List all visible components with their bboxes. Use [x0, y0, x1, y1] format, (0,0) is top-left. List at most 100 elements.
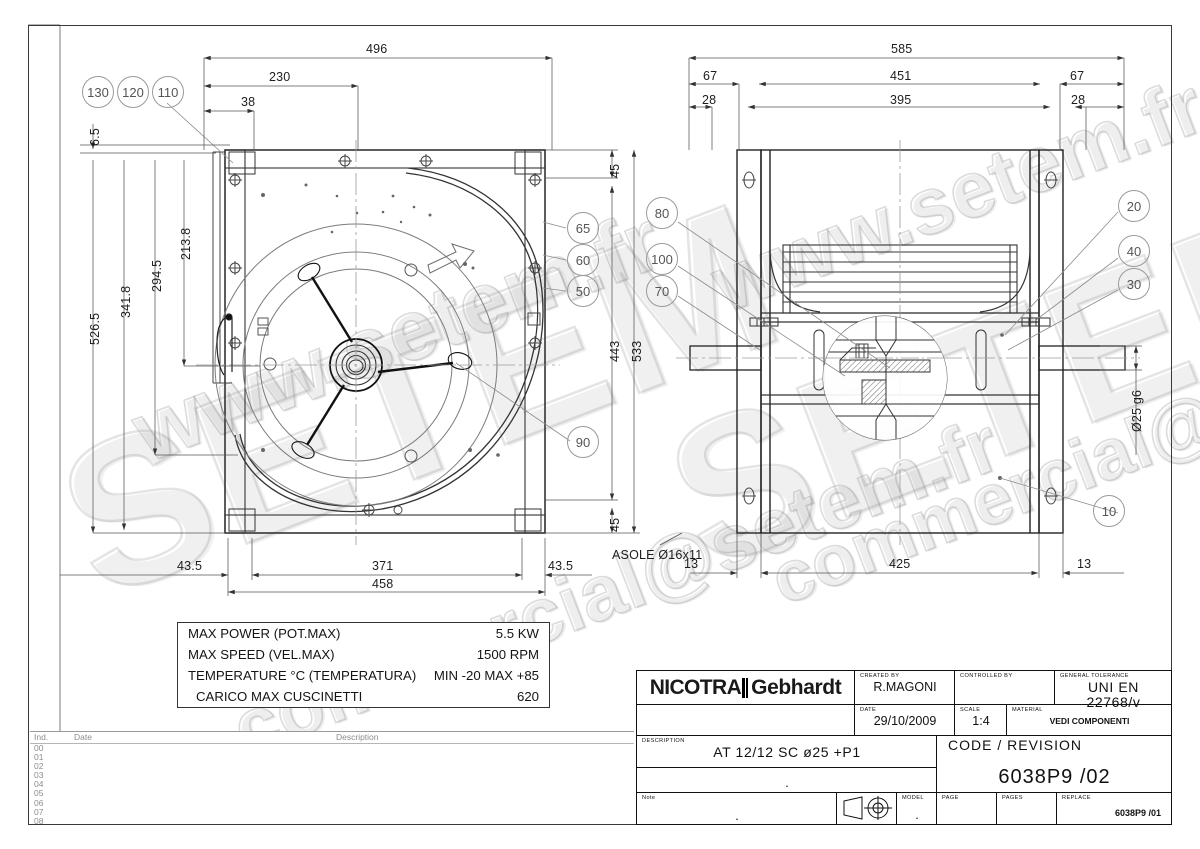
revision-row: 06 — [30, 797, 634, 808]
revision-index: 08 — [34, 815, 44, 826]
scale-caption: SCALE — [960, 707, 981, 713]
spec-row-max-power: MAX POWER (POT.MAX) 5.5 KW — [178, 623, 549, 644]
created-by-cell: CREATED BY R.MAGONI — [855, 671, 955, 705]
dim-67-right: 67 — [1070, 69, 1085, 83]
brand-name-gebhardt: Gebhardt — [751, 675, 842, 699]
revision-index: 03 — [34, 770, 44, 781]
code-revision-value: 6038P9 /02 — [998, 765, 1111, 788]
controlled-by-caption: CONTROLLED BY — [960, 673, 1013, 679]
brand-name-nicotra: NICOTRA — [649, 675, 742, 699]
dim-425: 425 — [889, 557, 911, 571]
dim-43-5-left: 43.5 — [177, 559, 203, 573]
revision-row: 02 — [30, 762, 634, 771]
revision-table: Ind. Date Description 00 01 02 03 04 05 … — [30, 731, 634, 826]
revision-row: 08 — [30, 815, 634, 826]
balloon-100: 100 — [646, 243, 678, 275]
spec-row-carico: CARICO MAX CUSCINETTI 620 — [178, 686, 549, 707]
logo-divider-icon — [742, 677, 746, 698]
dim-533: 533 — [630, 340, 644, 362]
first-angle-projection-icon — [843, 796, 892, 821]
balloon-20: 20 — [1118, 190, 1150, 222]
replace-cell: REPLACE 6038P9 /01 — [1057, 793, 1171, 824]
balloon-120: 120 — [117, 76, 149, 108]
slot-note: ASOLE Ø16x11 — [612, 548, 703, 562]
logo-spacer — [637, 705, 855, 737]
spec-value-max-speed: 1500 RPM — [476, 647, 539, 662]
revision-index: 04 — [34, 779, 44, 790]
title-block: NICOTRA Gebhardt CREATED BY R.MAGONI CON… — [636, 670, 1172, 825]
dim-45-top: 45 — [608, 163, 622, 178]
pages-caption: PAGES — [1002, 794, 1023, 801]
spec-value-temperature: MIN -20 MAX +85 — [433, 668, 539, 683]
spec-label-max-speed: MAX SPEED (VEL.MAX) — [188, 647, 335, 662]
code-revision-cell: CODE / REVISION — [937, 736, 1171, 767]
general-tolerance-value: UNI EN 22768/v — [1086, 679, 1141, 710]
spec-value-carico: 620 — [516, 689, 539, 704]
projection-symbol-cell — [837, 792, 897, 824]
balloon-60: 60 — [567, 244, 599, 276]
date-caption: DATE — [860, 707, 877, 713]
date-value: 29/10/2009 — [873, 714, 937, 728]
material-cell: MATERIAL VEDI COMPONENTI — [1007, 705, 1171, 737]
dim-43-5-right: 43.5 — [548, 559, 574, 573]
note-value: . — [735, 808, 739, 823]
balloon-90: 90 — [567, 426, 599, 458]
dim-294-5: 294.5 — [150, 259, 164, 292]
spec-row-max-speed: MAX SPEED (VEL.MAX) 1500 RPM — [178, 644, 549, 665]
scale-value: 1:4 — [972, 714, 990, 728]
revision-row: 01 — [30, 752, 634, 762]
date-cell: DATE 29/10/2009 — [855, 705, 955, 737]
spec-row-temperature: TEMPERATURE °C (TEMPERATURA) MIN -20 MAX… — [178, 665, 549, 686]
revision-index: 00 — [34, 743, 44, 753]
dim-shaft-diameter: Ø25 g6 — [1130, 389, 1144, 432]
material-value: VEDI COMPONENTI — [1049, 716, 1130, 726]
revision-row: 04 — [30, 780, 634, 789]
page-caption: PAGE — [942, 794, 959, 801]
revision-index: 06 — [34, 797, 44, 808]
spec-label-carico: CARICO MAX CUSCINETTI — [196, 689, 363, 704]
general-tolerance-caption: GENERAL TOLERANCE — [1060, 673, 1129, 679]
brand-logo: NICOTRA Gebhardt — [637, 671, 855, 705]
balloon-10: 10 — [1093, 495, 1125, 527]
dim-451: 451 — [890, 69, 912, 83]
dim-443: 443 — [608, 340, 622, 362]
spec-label-temperature: TEMPERATURE °C (TEMPERATURA) — [188, 668, 417, 683]
page-cell: PAGE — [937, 792, 997, 824]
balloon-50: 50 — [567, 275, 599, 307]
balloon-40: 40 — [1118, 235, 1150, 267]
dim-585: 585 — [891, 42, 913, 56]
balloon-30: 30 — [1118, 268, 1150, 300]
balloon-110: 110 — [152, 76, 184, 108]
balloon-65: 65 — [567, 212, 599, 244]
model-caption: MODEL — [902, 794, 924, 801]
dim-230: 230 — [269, 70, 291, 84]
replace-value: 6038P9 /01 — [1114, 807, 1161, 818]
front-view-geometry — [196, 140, 560, 545]
revision-col-date: Date — [74, 732, 92, 742]
dim-526-5: 526.5 — [88, 312, 102, 345]
description-value: AT 12/12 SC ø25 +P1 — [713, 744, 861, 761]
revision-col-ind: Ind. — [34, 732, 49, 742]
model-cell: MODEL . — [897, 792, 937, 824]
revision-table-header: Ind. Date Description — [30, 732, 634, 744]
revision-row: 05 — [30, 789, 634, 798]
replace-caption: REPLACE — [1062, 794, 1091, 801]
description-second-cell: . — [637, 767, 937, 793]
note-caption: Note — [642, 794, 656, 801]
dim-67-left: 67 — [703, 69, 718, 83]
dim-28-right: 28 — [1071, 93, 1086, 107]
dim-458: 458 — [372, 577, 394, 591]
spec-label-max-power: MAX POWER (POT.MAX) — [188, 626, 341, 641]
dim-341-8: 341.8 — [119, 285, 133, 318]
scale-cell: SCALE 1:4 — [955, 705, 1007, 737]
balloon-70: 70 — [646, 275, 678, 307]
revision-row: 03 — [30, 771, 634, 780]
model-value: . — [915, 807, 919, 822]
dim-6-5: 6.5 — [88, 128, 102, 146]
created-by-caption: CREATED BY — [860, 673, 900, 679]
revision-index: 05 — [34, 788, 44, 799]
created-by-value: R.MAGONI — [873, 680, 937, 694]
pages-cell: PAGES — [997, 792, 1057, 824]
